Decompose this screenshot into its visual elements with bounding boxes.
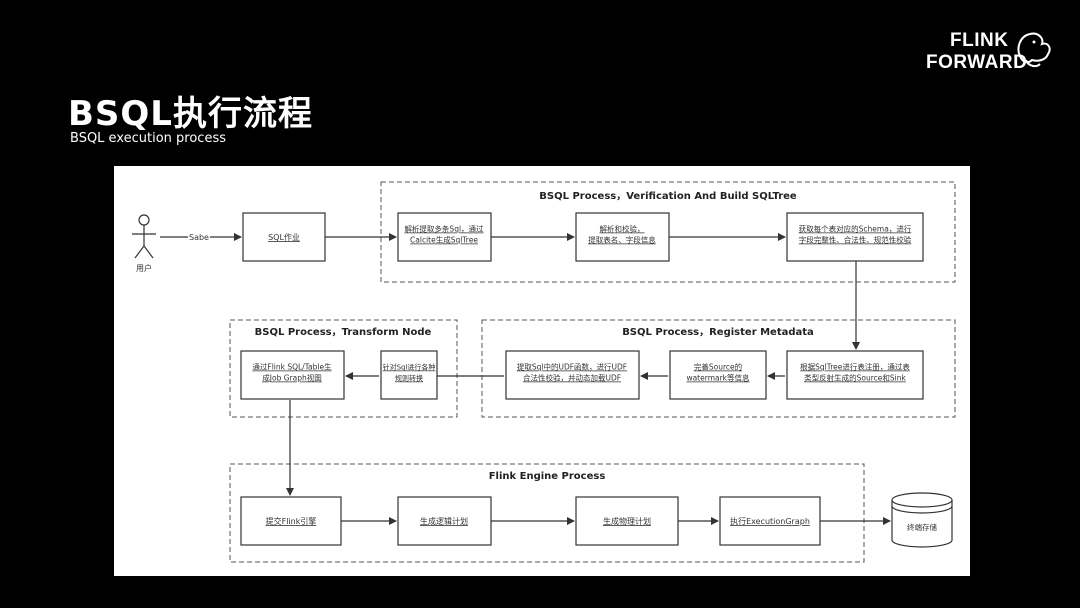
node-label-register-table: 根据SqlTree进行表注册，通过表类型反射生成的Source和Sink <box>800 362 910 383</box>
node-logical: 生成逻辑计划 <box>397 496 492 546</box>
node-label-line: 提交Flink引擎 <box>266 516 317 526</box>
flink-forward-logo: FLINK FORWARD <box>922 28 1052 78</box>
node-label-line: 通过Flink SQL/Table生 <box>252 362 332 372</box>
node-label-line: 生成物理计划 <box>603 516 651 526</box>
edge-label-sabe: Sabe <box>189 233 209 242</box>
node-label-line: 获取每个表对应的Schema，进行 <box>799 224 912 234</box>
node-label-validate: 解析和校验，提取表名、字段信息 <box>588 224 656 245</box>
group-engine <box>229 463 865 563</box>
group-verify-title: BSQL Process，Verification And Build SQLT… <box>539 191 797 202</box>
slide-title: BSQL执行流程 <box>68 94 313 134</box>
node-schema: 获取每个表对应的Schema，进行字段完整性、合法性、规范性校验 <box>786 212 924 262</box>
slide-subtitle: BSQL execution process <box>70 131 226 146</box>
node-label-rule: 针对Sql进行各种规则转换 <box>383 363 436 383</box>
node-label-line: 成Job Graph视图 <box>262 373 321 383</box>
group-register <box>481 319 956 418</box>
node-label-line: 字段完整性、合法性、规范性校验 <box>799 235 912 245</box>
node-label-line: 提取Sql中的UDF函数，进行UDF <box>517 362 627 372</box>
node-label-line: 生成逻辑计划 <box>420 516 468 526</box>
node-execute: 执行ExecutionGraph <box>719 496 821 546</box>
edge-label-bg <box>188 231 210 242</box>
node-storage-database-icon: 终端存储 <box>891 492 953 548</box>
node-validate: 解析和校验，提取表名、字段信息 <box>575 212 670 262</box>
group-register-title: BSQL Process，Register Metadata <box>622 327 814 338</box>
node-label-line: 根据SqlTree进行表注册，通过表 <box>800 362 910 372</box>
node-label-line: 执行ExecutionGraph <box>730 516 810 526</box>
logo-line-2: FORWARD <box>926 52 1028 73</box>
group-transform <box>229 319 458 418</box>
node-rule: 针对Sql进行各种规则转换 <box>380 350 438 400</box>
flow-diagram: BSQL Process，Verification And Build SQLT… <box>132 181 956 563</box>
node-label-line: 完善Source的 <box>694 362 742 372</box>
node-label-line: 类型反射生成的Source和Sink <box>804 373 906 383</box>
node-label-job-graph: 通过Flink SQL/Table生成Job Graph视图 <box>252 362 332 383</box>
squirrel-icon <box>1017 32 1051 68</box>
node-label-physical: 生成物理计划 <box>603 516 651 526</box>
node-job-graph: 通过Flink SQL/Table生成Job Graph视图 <box>240 350 345 400</box>
node-submit: 提交Flink引擎 <box>240 496 342 546</box>
node-label-line: 解析提取多条Sql，通过 <box>404 224 484 234</box>
diagram-panel: BSQL Process，Verification And Build SQLT… <box>114 166 970 576</box>
node-label-line: 解析和校验， <box>600 224 645 234</box>
node-label-schema: 获取每个表对应的Schema，进行字段完整性、合法性、规范性校验 <box>799 224 912 245</box>
node-label-line: 终端存储 <box>907 522 937 532</box>
node-label-line: SQL作业 <box>268 232 300 242</box>
node-label-line: 提取表名、字段信息 <box>588 235 656 245</box>
node-label-logical: 生成逻辑计划 <box>420 516 468 526</box>
node-label-execute: 执行ExecutionGraph <box>730 516 810 526</box>
actor-label: 用户 <box>136 263 152 273</box>
node-label-line: Calcite生成SqlTree <box>410 235 478 245</box>
user-actor-icon <box>132 214 156 259</box>
node-register-table: 根据SqlTree进行表注册，通过表类型反射生成的Source和Sink <box>786 350 924 400</box>
node-label-submit: 提交Flink引擎 <box>266 516 317 526</box>
logo-line-1: FLINK <box>950 30 1009 51</box>
node-sql-job: SQL作业 <box>242 212 326 262</box>
group-engine-title: Flink Engine Process <box>489 471 606 482</box>
node-label-sql-job: SQL作业 <box>268 232 300 242</box>
node-label-line: 针对Sql进行各种 <box>383 363 436 372</box>
node-label-line: 规则转换 <box>395 374 423 383</box>
node-physical: 生成物理计划 <box>575 496 679 546</box>
node-label-line: watermark等信息 <box>686 373 750 383</box>
group-transform-title: BSQL Process，Transform Node <box>255 327 432 338</box>
node-label-storage: 终端存储 <box>907 522 937 532</box>
group-verify <box>380 181 956 283</box>
node-label-line: 合法性校验，并动态加载UDF <box>523 373 621 383</box>
